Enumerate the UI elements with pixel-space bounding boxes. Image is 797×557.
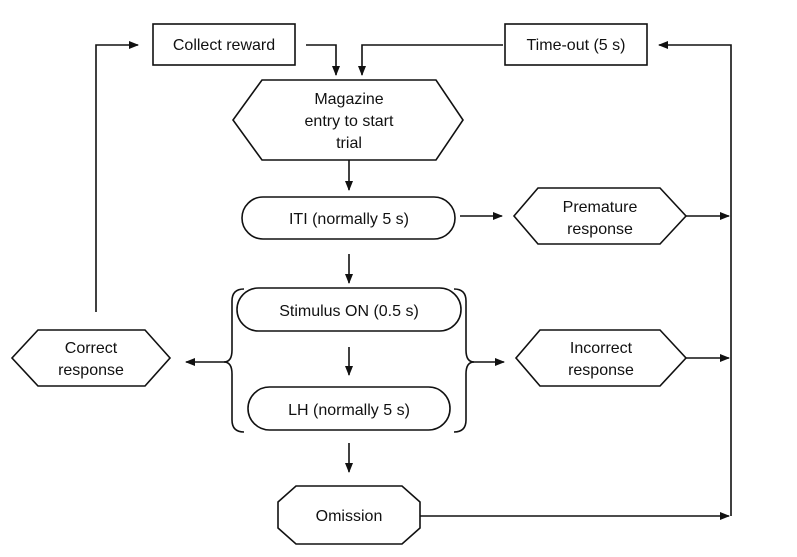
time-out-label: Time-out (5 s) [527, 37, 626, 54]
node-collect-reward: Collect reward [152, 23, 296, 66]
node-stimulus-on: Stimulus ON (0.5 s) [236, 287, 462, 332]
left-brace [223, 288, 245, 433]
node-incorrect-response: Incorrect response [514, 329, 688, 387]
stimulus-on-label: Stimulus ON (0.5 s) [279, 303, 419, 320]
edge-return-to-timeout [658, 41, 732, 516]
magazine-entry-line-3: trial [336, 135, 362, 152]
correct-response-line-2: response [58, 362, 124, 379]
omission-label: Omission [316, 508, 383, 525]
response-window-brackets [223, 288, 475, 433]
node-correct-response: Correct response [10, 329, 172, 387]
magazine-entry-line-1: Magazine [314, 91, 383, 108]
right-brace [453, 288, 475, 433]
lh-label: LH (normally 5 s) [288, 402, 410, 419]
node-premature-response: Premature response [512, 187, 688, 245]
incorrect-response-line-2: response [568, 362, 634, 379]
edges [95, 41, 732, 520]
incorrect-response-line-1: Incorrect [570, 340, 633, 357]
collect-reward-label: Collect reward [173, 37, 275, 54]
node-magazine-entry: Magazine entry to start trial [232, 79, 464, 161]
node-lh: LH (normally 5 s) [247, 386, 451, 431]
edge-timeout-to-magazine [358, 44, 503, 76]
magazine-entry-line-2: entry to start [305, 113, 394, 130]
edge-correct-to-collect [95, 41, 139, 312]
premature-response-line-1: Premature [563, 199, 638, 216]
node-iti: ITI (normally 5 s) [241, 196, 456, 240]
edge-collect-to-magazine [306, 44, 340, 76]
correct-response-line-1: Correct [65, 340, 118, 357]
iti-label: ITI (normally 5 s) [289, 211, 409, 228]
premature-response-line-2: response [567, 221, 633, 238]
node-time-out: Time-out (5 s) [504, 23, 648, 66]
node-omission: Omission [277, 485, 421, 545]
